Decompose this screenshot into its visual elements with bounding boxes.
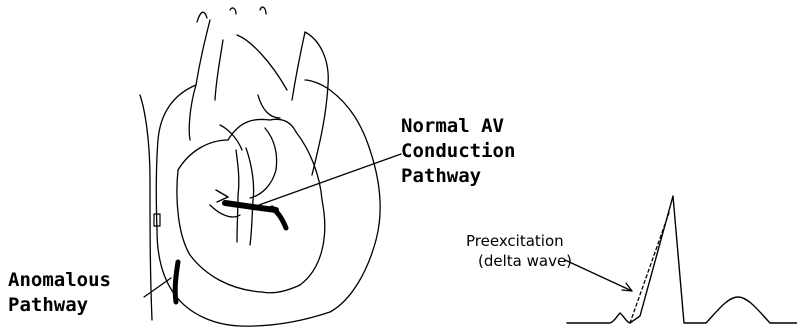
normal-av-line-3: Pathway [401, 164, 481, 188]
anomalous-line-1: Anomalous [8, 268, 111, 292]
preexcitation-line-2: (delta wave) [478, 252, 572, 270]
av-conduction-pathway [216, 190, 286, 228]
delta-leader-line [565, 260, 632, 291]
anomalous-leader-line [144, 278, 171, 297]
normal-av-line-1: Normal AV [401, 114, 504, 138]
delta-wave-dashed [630, 210, 670, 323]
anomalous-line-2: Pathway [8, 293, 88, 317]
ecg-trace [567, 196, 797, 323]
anomalous-pathway [154, 214, 178, 302]
normal-av-line-2: Conduction [401, 139, 515, 163]
preexcitation-line-1: Preexcitation [466, 232, 564, 250]
pericardium-edge [140, 95, 152, 320]
heart-chambers [177, 95, 325, 293]
